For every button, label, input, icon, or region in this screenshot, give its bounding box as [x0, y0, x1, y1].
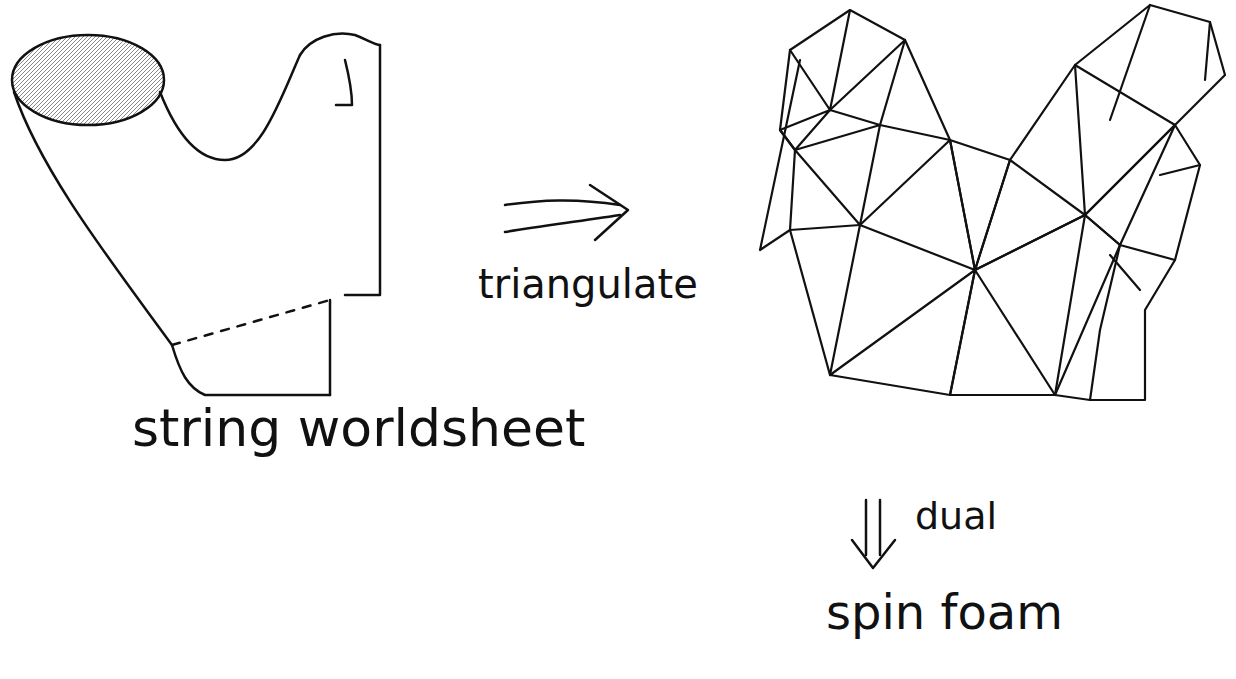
caption-label: dual — [915, 496, 997, 538]
caption-label: spin foam — [826, 586, 1063, 639]
double-arrow — [505, 185, 628, 240]
caption-label: triangulate — [478, 262, 698, 306]
triangulated-surface — [760, 5, 1225, 400]
worldsheet-drawing — [12, 34, 380, 395]
caption-label: string worldsheet — [132, 400, 585, 457]
double-arrow — [852, 500, 895, 568]
